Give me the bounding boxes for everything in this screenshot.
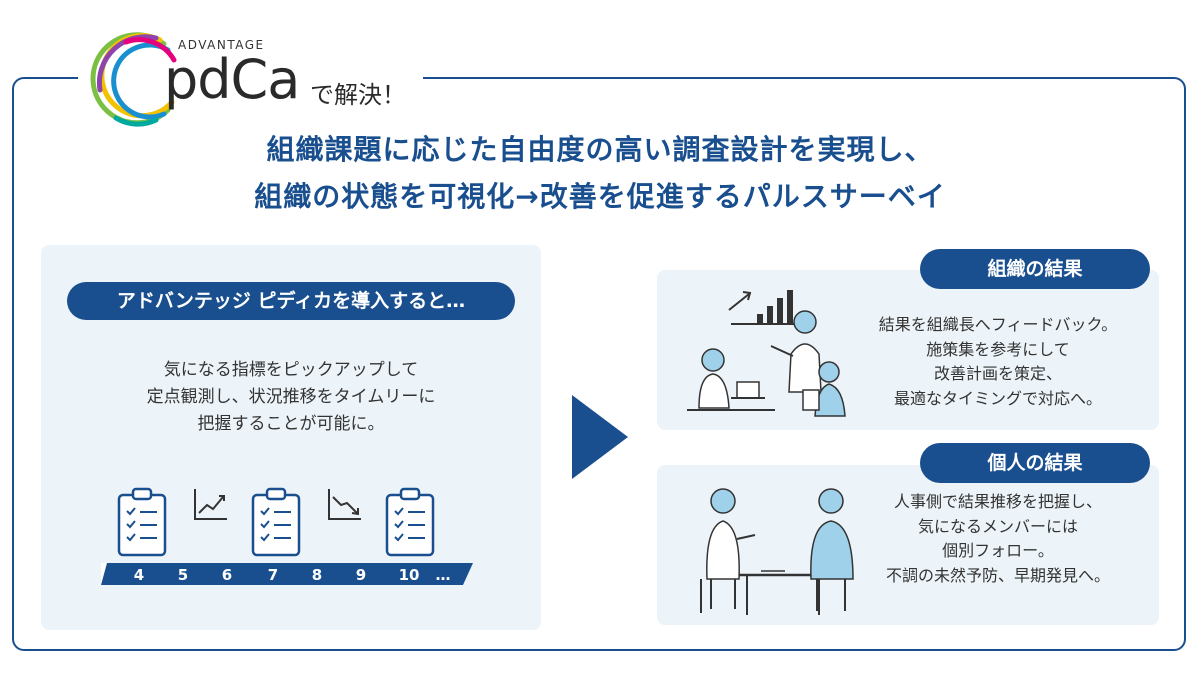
timeline-label: 5 <box>178 566 188 584</box>
left-description-line: 気になる指標をピックアップして <box>163 360 419 380</box>
left-panel: アドバンテッジ ピディカを導入すると… 気になる指標をピックアップして 定点観測… <box>41 245 541 630</box>
organization-description-line: 改善計画を策定、 <box>933 364 1062 383</box>
organization-description-line: 最適なタイミングで対応へ。 <box>893 388 1102 408</box>
timeline-bar <box>101 563 473 585</box>
trend-up-icon <box>194 489 227 520</box>
clipboard-icon <box>385 487 435 557</box>
timeline-label: 8 <box>312 566 322 584</box>
pdca-ring-logo-icon <box>90 32 177 127</box>
team-meeting-illustration <box>687 290 846 417</box>
play-arrow-icon <box>572 395 628 479</box>
organization-result-description: 結果を組織長へフィードバック。 施策集を参考にして 改善計画を策定、 最適なタイ… <box>837 313 1159 411</box>
individual-result-card: 人事側で結果推移を把握し、 気になるメンバーには 個別フォロー。 不調の未然予防… <box>657 465 1159 625</box>
individual-description-line: 不調の未然予防、早期発見へ。 <box>885 565 1110 585</box>
individual-description-line: 人事側で結果推移を把握し、 <box>893 492 1102 511</box>
timeline-label: … <box>436 566 451 584</box>
logo-brand-top: ADVANTAGE <box>178 38 265 52</box>
logo: ADVANTAGE pdCa で解決！ <box>78 30 423 135</box>
left-panel-description: 気になる指標をピックアップして 定点観測し、状況推移をタイムリーに 把握すること… <box>41 357 541 438</box>
one-on-one-illustration <box>700 488 854 615</box>
timeline-label: 9 <box>356 566 366 584</box>
individual-description-line: 個別フォロー。 <box>942 541 1054 560</box>
organization-result-title: 組織の結果 <box>920 249 1150 289</box>
organization-result-card: 結果を組織長へフィードバック。 施策集を参考にして 改善計画を策定、 最適なタイ… <box>657 270 1159 430</box>
clipboard-icon <box>117 487 167 557</box>
logo-brand-main: pdCa <box>164 48 300 111</box>
timeline-label: 10 <box>399 566 420 584</box>
left-panel-title: アドバンテッジ ピディカを導入すると… <box>67 282 515 320</box>
survey-timeline: 4 5 6 7 8 9 10 … <box>101 487 473 585</box>
headline-line-2: 組織の状態を可視化→改善を促進するパルスサーベイ <box>254 180 946 213</box>
clipboard-icon <box>251 487 301 557</box>
timeline-label: 4 <box>134 566 144 584</box>
left-description-line: 定点観測し、状況推移をタイムリーに <box>146 387 436 407</box>
timeline-label: 6 <box>222 566 232 584</box>
individual-result-description: 人事側で結果推移を把握し、 気になるメンバーには 個別フォロー。 不調の未然予防… <box>837 490 1159 588</box>
timeline-label: 7 <box>268 566 278 584</box>
content-frame <box>12 77 1186 651</box>
logo-tagline: で解決！ <box>310 81 406 109</box>
trend-down-icon <box>328 489 361 520</box>
organization-description-line: 結果を組織長へフィードバック。 <box>878 315 1118 334</box>
headline-line-1: 組織課題に応じた自由度の高い調査設計を実現し、 <box>266 133 934 166</box>
organization-description-line: 施策集を参考にして <box>926 339 1070 359</box>
individual-result-title: 個人の結果 <box>920 443 1150 483</box>
left-description-line: 把握することが可能に。 <box>197 414 385 434</box>
individual-description-line: 気になるメンバーには <box>917 516 1078 536</box>
